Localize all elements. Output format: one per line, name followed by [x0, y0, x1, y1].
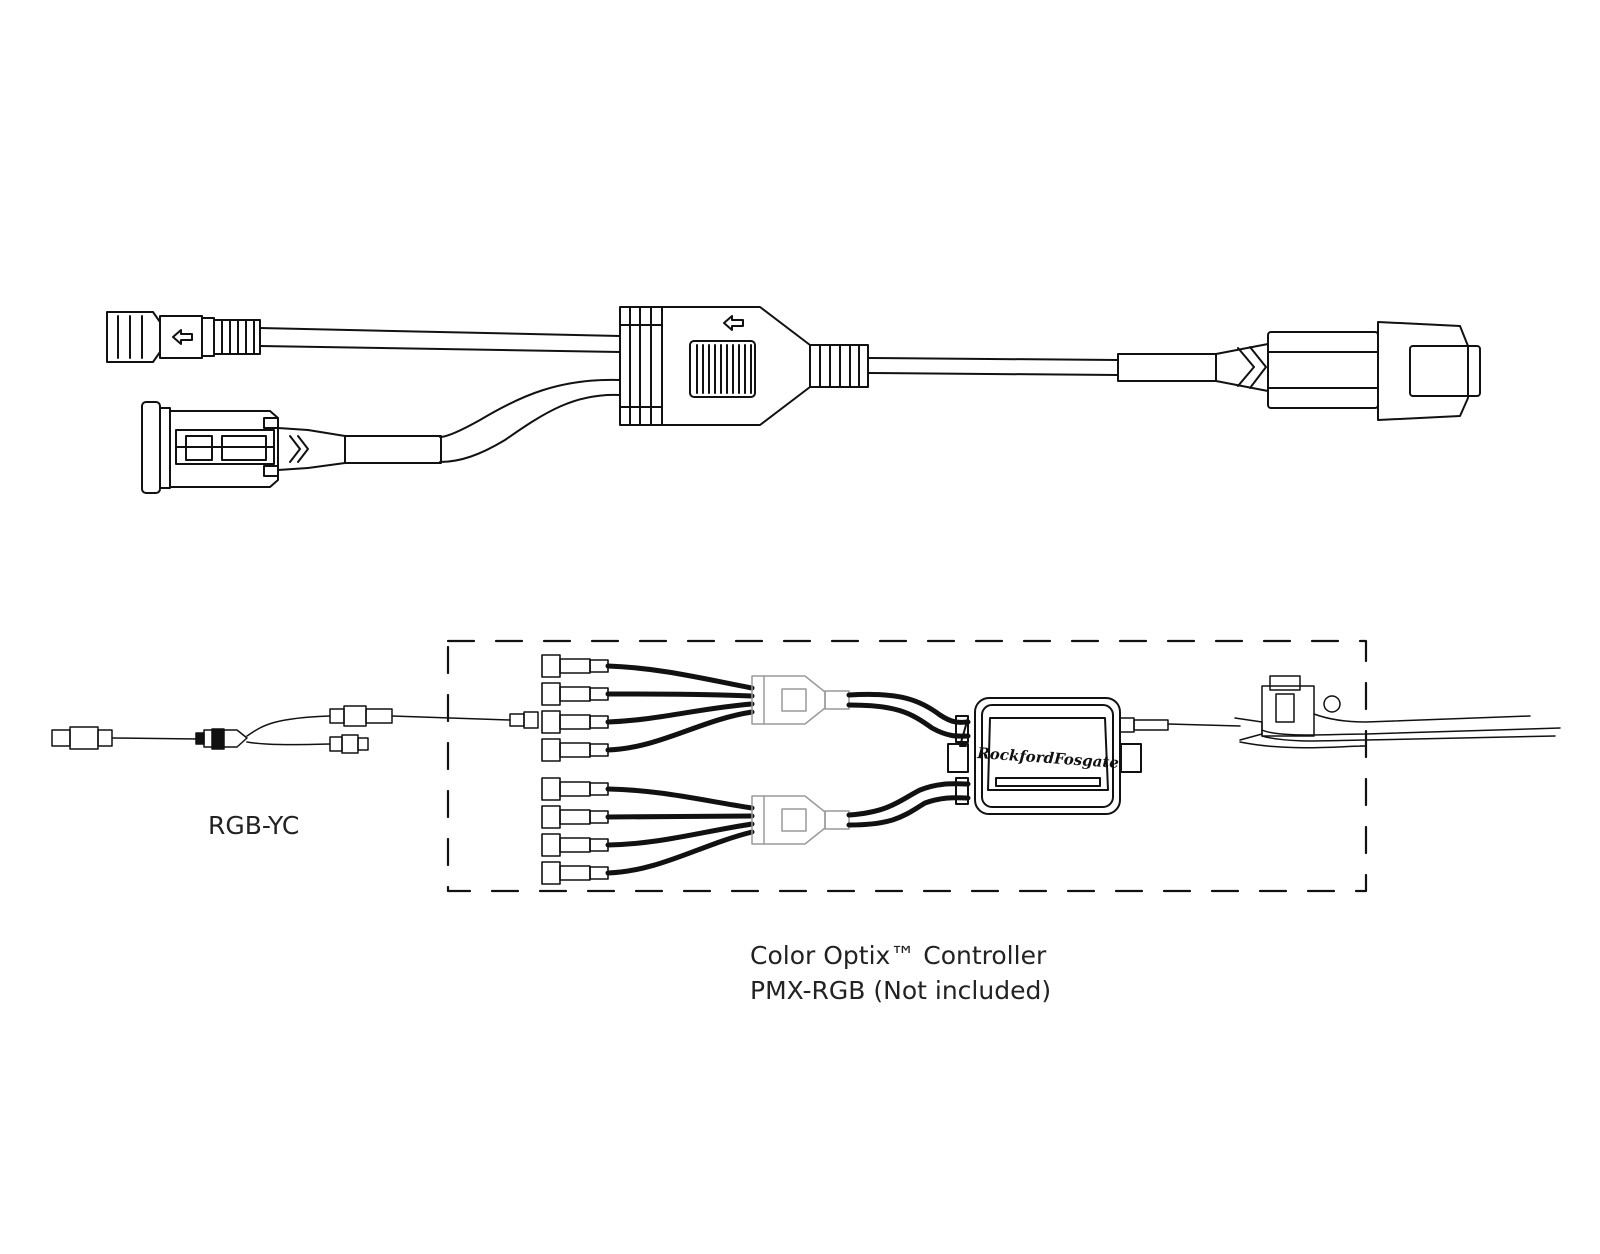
lower-ghost-junction	[751, 795, 850, 845]
upper-ghost-junction	[751, 675, 850, 725]
not-included-dashed-box	[446, 639, 1368, 893]
lower-heat-shrink	[344, 435, 442, 464]
y-cable-small	[51, 705, 511, 754]
y-cable-label: RGB-YC	[208, 811, 300, 840]
y-cable-enlarged	[106, 306, 1481, 494]
harness-connector	[541, 738, 609, 762]
harness-connector	[541, 654, 609, 678]
harness-connector	[541, 710, 609, 734]
brand-logo: RockfordFosgate	[976, 744, 1120, 772]
lower-branch-connector	[141, 401, 279, 494]
grip-pad	[689, 340, 756, 398]
harness-connector	[541, 777, 609, 801]
upper-branch-connector	[106, 311, 261, 363]
harness-connector	[541, 833, 609, 857]
arrow-left-icon	[723, 315, 744, 331]
harness-connector	[541, 861, 609, 885]
y-junction-body	[619, 306, 869, 426]
controller-label-line2: PMX-RGB (Not included)	[750, 976, 1052, 1005]
trunk-connector	[1267, 321, 1481, 421]
controller-label-line1: Color Optix™ Controller	[750, 941, 1047, 970]
entry-connector	[509, 711, 539, 729]
upper-branch-cable	[259, 327, 621, 353]
pmx-rgb-controller: RockfordFosgate	[947, 697, 1142, 815]
arrow-left-icon	[172, 329, 193, 345]
power-lead	[1119, 675, 1561, 749]
trunk-cable	[867, 357, 1119, 376]
upper-harness-group	[541, 654, 755, 762]
harness-connector	[541, 805, 609, 829]
lower-harness-group	[541, 777, 755, 885]
controller-label: Color Optix™ Controller PMX-RGB (Not inc…	[750, 938, 1051, 1008]
harness-connector	[541, 682, 609, 706]
lower-branch-cable	[439, 378, 621, 463]
trunk-heat-shrink	[1117, 353, 1217, 382]
